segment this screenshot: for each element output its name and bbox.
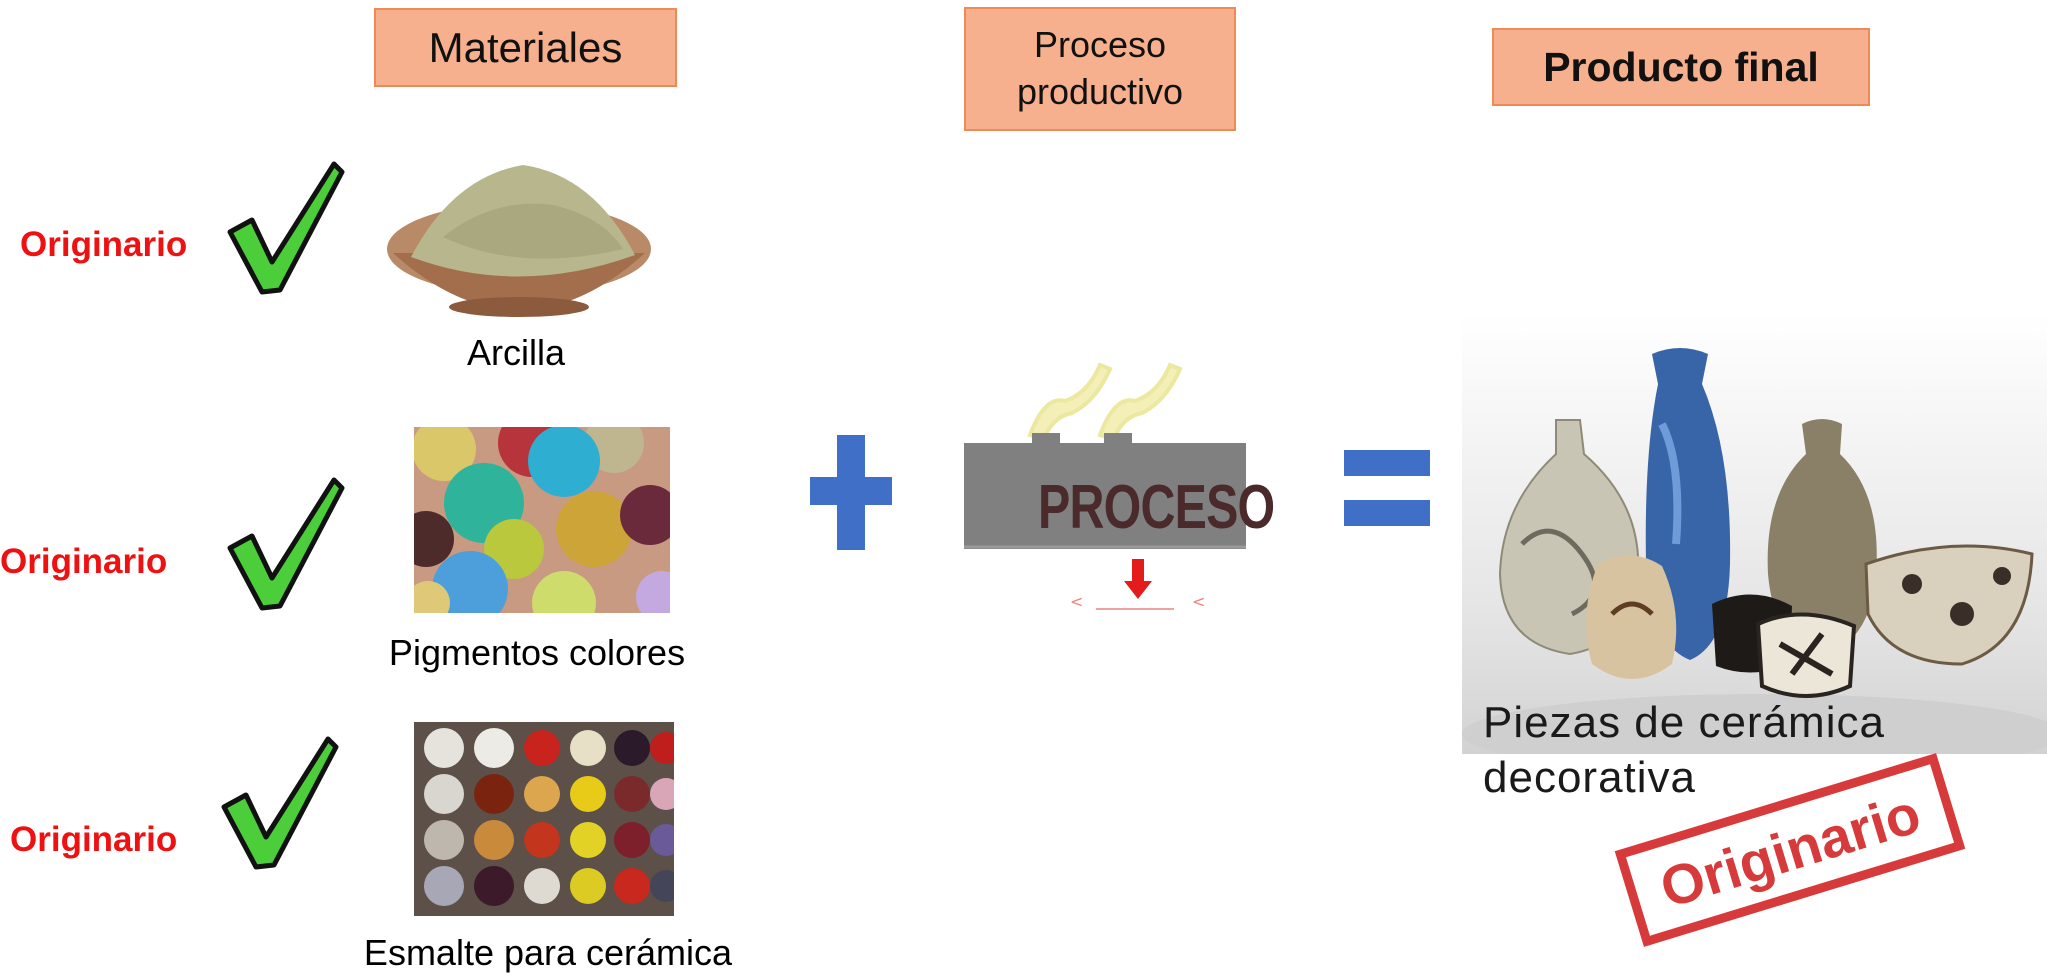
check-icon	[227, 477, 345, 611]
check-icon	[227, 161, 345, 295]
factory-icon: < <	[964, 362, 1246, 611]
header-materiales: Materiales	[374, 8, 677, 87]
equals-icon	[1344, 450, 1430, 526]
plus-icon	[810, 435, 892, 550]
caption-arcilla: Arcilla	[466, 332, 566, 373]
svg-text:<: <	[1192, 592, 1205, 611]
ceramic-pieces-image	[1462, 314, 2047, 754]
caption-pigmentos: Pigmentos colores	[388, 632, 686, 673]
caption-esmalte: Esmalte para cerámica	[363, 932, 733, 973]
header-producto-final: Producto final	[1492, 28, 1870, 106]
process-label: PROCESO	[1038, 473, 1275, 542]
svg-text:<: <	[1070, 592, 1083, 611]
pigment-pots-image	[414, 427, 670, 613]
clay-bowl-image	[383, 157, 655, 325]
glaze-samples-image	[414, 722, 674, 916]
header-proceso-productivo: Proceso productivo	[964, 7, 1236, 131]
status-label-arcilla: Originario	[20, 225, 188, 264]
status-label-pigmentos: Originario	[0, 542, 168, 581]
check-icon	[221, 736, 339, 870]
status-label-esmalte: Originario	[10, 820, 178, 859]
caption-piezas-ceramica: Piezas de cerámica decorativa	[1483, 698, 1885, 802]
